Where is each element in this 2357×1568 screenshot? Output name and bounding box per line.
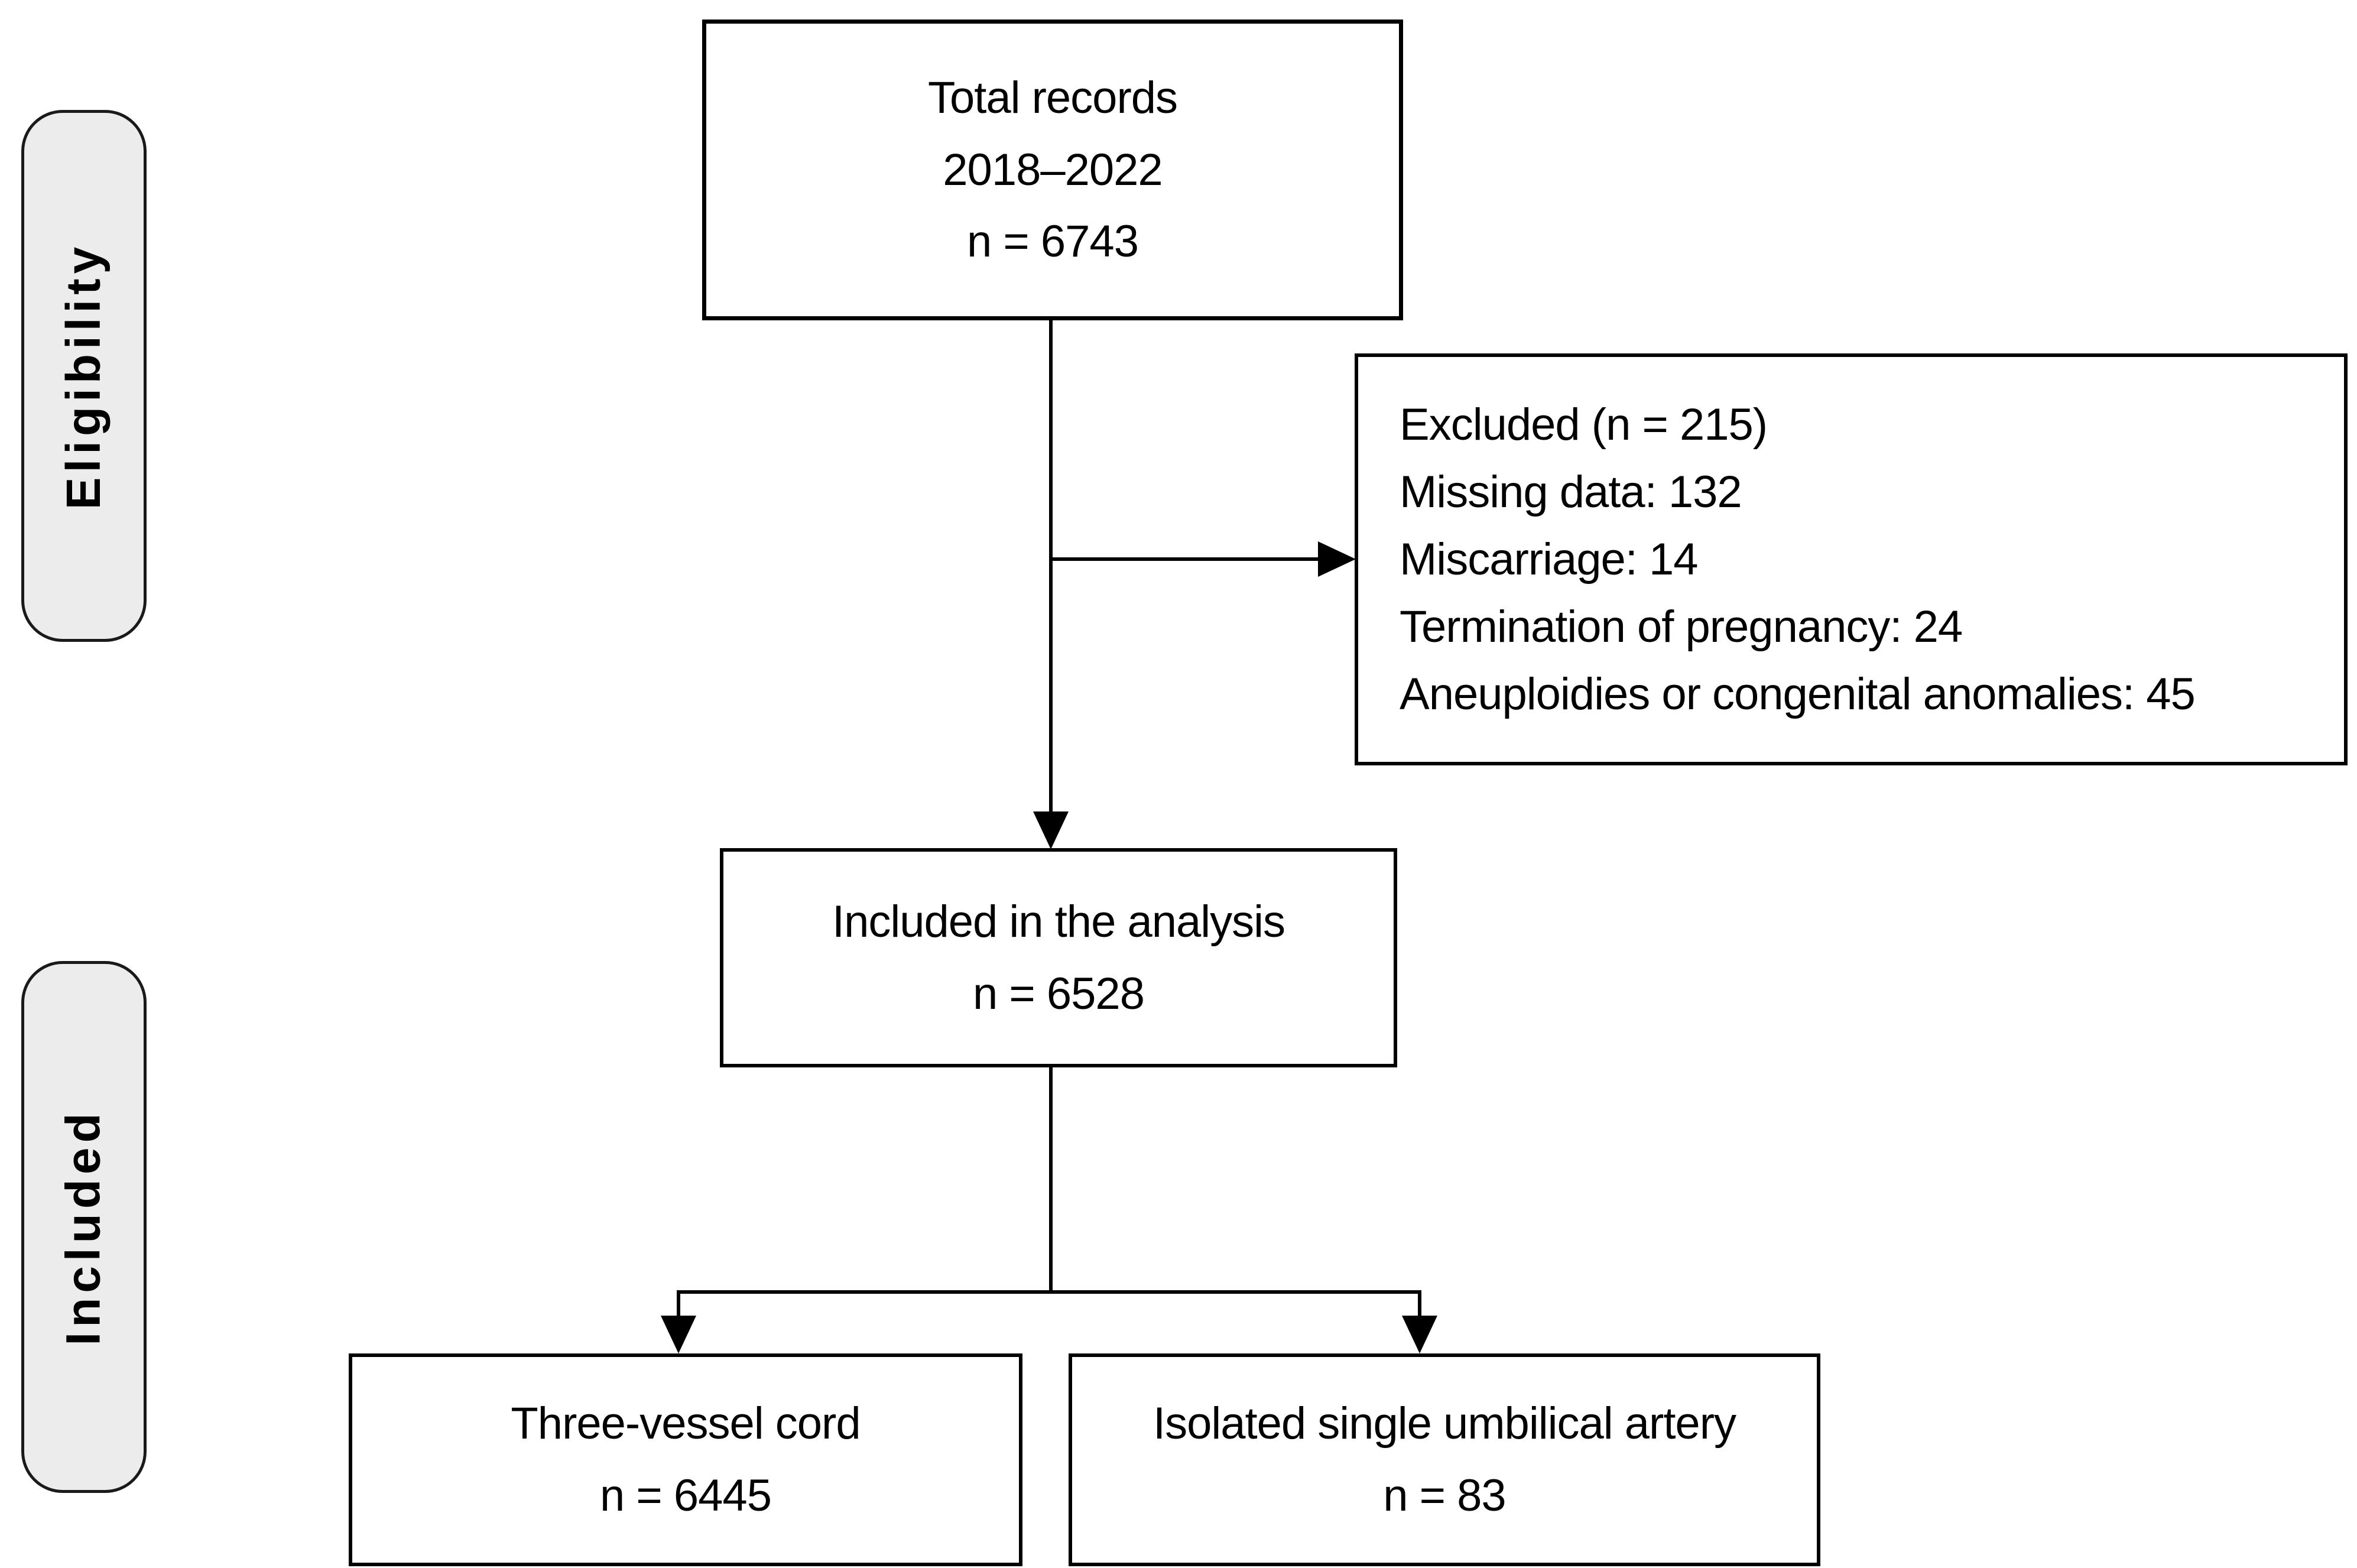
excluded-miscarriage: Miscarriage: 14 bbox=[1400, 534, 1699, 585]
connector-included-to-split bbox=[1049, 1067, 1053, 1293]
node-included-in-analysis: Included in the analysis n = 6528 bbox=[720, 848, 1397, 1067]
three-vessel-cord-title: Three-vessel cord bbox=[511, 1398, 861, 1449]
included-analysis-count: n = 6528 bbox=[973, 968, 1145, 1019]
node-excluded: Excluded (n = 215) Missing data: 132 Mis… bbox=[1355, 353, 2348, 765]
isolated-sua-title: Isolated single umbilical artery bbox=[1152, 1398, 1736, 1449]
node-isolated-single-umbilical-artery: Isolated single umbilical artery n = 83 bbox=[1069, 1353, 1820, 1566]
arrowhead-right-excluded-icon bbox=[1318, 541, 1356, 577]
excluded-termination: Termination of pregnancy: 24 bbox=[1400, 601, 1963, 652]
total-records-title: Total records bbox=[927, 73, 1178, 124]
connector-split-bar bbox=[677, 1290, 1421, 1294]
stage-pill-eligibility: Eligibility bbox=[21, 110, 147, 642]
stage-label-eligibility: Eligibility bbox=[57, 242, 111, 510]
arrowhead-down-included-icon bbox=[1033, 811, 1069, 849]
three-vessel-cord-count: n = 6445 bbox=[600, 1470, 772, 1521]
excluded-aneuploidies: Aneuploidies or congenital anomalies: 45 bbox=[1400, 668, 2196, 719]
excluded-missing-data: Missing data: 132 bbox=[1400, 466, 1742, 517]
arrowhead-down-isolated-sua-icon bbox=[1402, 1316, 1437, 1353]
connector-to-excluded bbox=[1051, 557, 1323, 561]
connector-drop-isolated-sua bbox=[1418, 1290, 1421, 1317]
connector-drop-three-vessel bbox=[677, 1290, 680, 1317]
arrowhead-down-three-vessel-icon bbox=[661, 1316, 696, 1353]
stage-label-included: Included bbox=[57, 1108, 111, 1346]
included-analysis-title: Included in the analysis bbox=[832, 896, 1285, 947]
total-records-count: n = 6743 bbox=[967, 216, 1139, 267]
total-records-years: 2018–2022 bbox=[943, 144, 1163, 195]
stage-pill-included: Included bbox=[21, 961, 147, 1493]
excluded-title: Excluded (n = 215) bbox=[1400, 399, 1768, 450]
node-total-records: Total records 2018–2022 n = 6743 bbox=[702, 20, 1403, 320]
node-three-vessel-cord: Three-vessel cord n = 6445 bbox=[349, 1353, 1022, 1566]
connector-total-to-included bbox=[1049, 320, 1053, 813]
isolated-sua-count: n = 83 bbox=[1383, 1470, 1506, 1521]
